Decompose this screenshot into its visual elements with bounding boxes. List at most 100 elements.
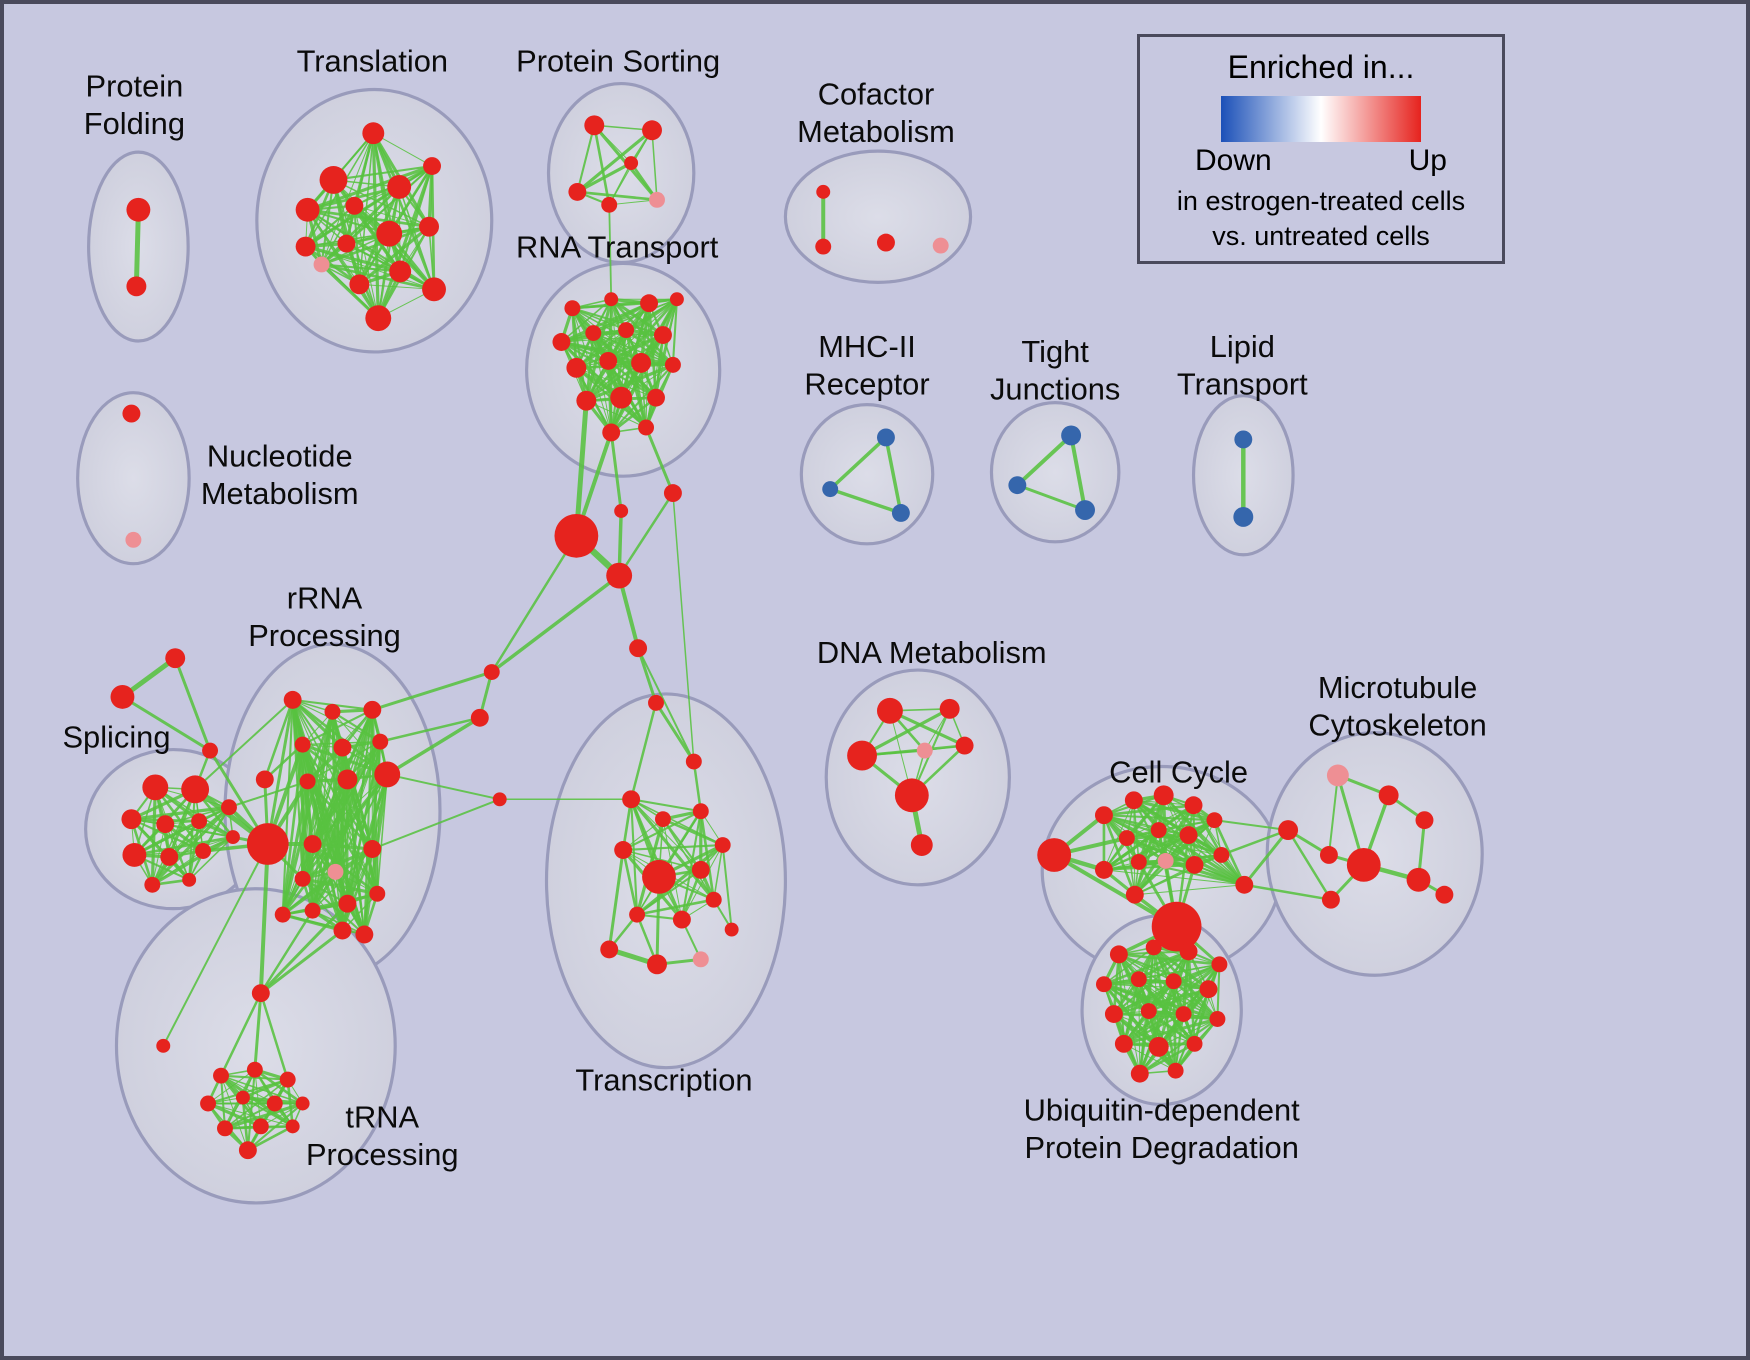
mesh-edge <box>622 810 702 852</box>
mesh-edge <box>591 301 651 335</box>
node-sp9 <box>195 843 212 859</box>
node-mt5 <box>1319 846 1338 864</box>
label-microtubule-cytoskeleton-line2: Cytoskeleton <box>1308 708 1486 743</box>
node-ccm6 <box>1150 822 1167 839</box>
node-cn5 <box>492 792 507 807</box>
mesh-edge <box>301 708 374 746</box>
node-ub5 <box>1095 976 1112 993</box>
mesh-edge <box>129 805 231 821</box>
node-mh3 <box>891 504 910 522</box>
node-rrm19 <box>355 925 374 944</box>
label-nucleotide-metabolism-line1: Nucleotide <box>207 438 353 473</box>
mesh-edge <box>358 283 435 290</box>
network-edge <box>162 843 269 1047</box>
mesh-edge <box>860 707 952 758</box>
mesh-edge <box>630 798 639 916</box>
network-edge <box>259 929 344 995</box>
node-ub8 <box>1199 980 1218 999</box>
node-nm1 <box>122 404 141 423</box>
node-tl5 <box>387 174 412 199</box>
node-tx9 <box>629 906 646 923</box>
node-ub12 <box>1209 1011 1226 1027</box>
node-ub17 <box>1167 1062 1184 1079</box>
mesh-edge <box>622 843 724 852</box>
node-ub13 <box>1114 1034 1133 1053</box>
node-rrm4 <box>294 736 311 753</box>
node-tl12 <box>349 274 370 295</box>
node-tx12 <box>600 940 619 959</box>
node-rt6 <box>585 325 602 342</box>
node-mt3 <box>1415 811 1434 830</box>
mesh-edge <box>629 797 716 902</box>
node-cn7 <box>648 694 664 711</box>
label-cofactor-metabolism-line2: Metabolism <box>797 114 955 149</box>
mesh-edge <box>712 844 724 901</box>
label-tight-junctions-line1: Tight <box>1021 334 1089 369</box>
mesh-edge <box>1216 963 1221 1021</box>
network-edge <box>609 430 623 513</box>
node-hub1 <box>554 513 599 558</box>
node-cn2 <box>614 504 629 518</box>
node-rrh <box>246 823 289 865</box>
network-edge <box>608 203 613 301</box>
node-fx3 <box>202 742 219 759</box>
label-protein-folding-line2: Folding <box>84 106 185 141</box>
mesh-edge <box>1162 794 1246 887</box>
node-rr1 <box>255 770 274 789</box>
node-rt9 <box>566 357 587 378</box>
mesh-edge <box>575 128 654 194</box>
mesh-edge <box>560 298 612 343</box>
network-edge <box>385 716 482 777</box>
node-cn1 <box>663 484 682 503</box>
network-edge <box>258 842 270 996</box>
node-tl14 <box>422 277 446 302</box>
node-cn6 <box>629 639 648 658</box>
label-lipid-transport-line1: Lipid <box>1210 329 1275 364</box>
mesh-edge <box>1137 818 1216 864</box>
network-edge <box>219 991 263 1077</box>
network-edge <box>607 848 625 951</box>
mesh-edge <box>1134 884 1245 896</box>
node-tpm9 <box>252 1118 269 1135</box>
node-tl4 <box>345 196 364 215</box>
node-tl7 <box>295 236 316 257</box>
mesh-edge <box>1113 980 1175 1015</box>
node-ccm13 <box>1213 847 1230 863</box>
node-fx2 <box>110 684 135 709</box>
mesh-edge <box>592 123 611 207</box>
mesh-edge <box>311 848 374 912</box>
network-edge <box>133 207 141 289</box>
node-rt8 <box>654 326 672 344</box>
mesh-edge <box>282 747 343 916</box>
network-edge <box>672 492 695 763</box>
node-tl13 <box>389 260 412 283</box>
mesh-edge <box>629 797 684 921</box>
node-ub14 <box>1148 1036 1169 1057</box>
node-rt12 <box>664 356 681 373</box>
mesh-edge <box>560 334 664 343</box>
mesh-edge <box>311 746 344 912</box>
mesh-edge <box>662 818 715 901</box>
node-tx6 <box>642 859 676 894</box>
mesh-edge <box>645 334 664 428</box>
node-sp4 <box>156 815 175 834</box>
mesh-edge <box>635 843 725 917</box>
mesh-edge <box>888 709 967 748</box>
node-ccm9 <box>1094 860 1113 879</box>
node-rrm10 <box>303 835 322 853</box>
label-trna-processing-line2: Processing <box>306 1137 459 1172</box>
node-rt10 <box>599 351 618 370</box>
mesh-edge <box>151 823 166 886</box>
mesh-edge <box>1122 1012 1185 1045</box>
network-edge <box>371 798 501 850</box>
node-pf2 <box>126 276 147 297</box>
mesh-edge <box>306 208 436 291</box>
network-edge <box>1243 883 1333 901</box>
node-ub11 <box>1175 1006 1192 1022</box>
mesh-edge <box>333 777 350 874</box>
legend-gradient-bar <box>1221 96 1421 142</box>
mesh-edge <box>372 132 433 167</box>
node-ccm7 <box>1179 826 1198 845</box>
label-lipid-transport-line2: Transport <box>1177 367 1308 402</box>
node-tpm2 <box>246 1061 263 1078</box>
